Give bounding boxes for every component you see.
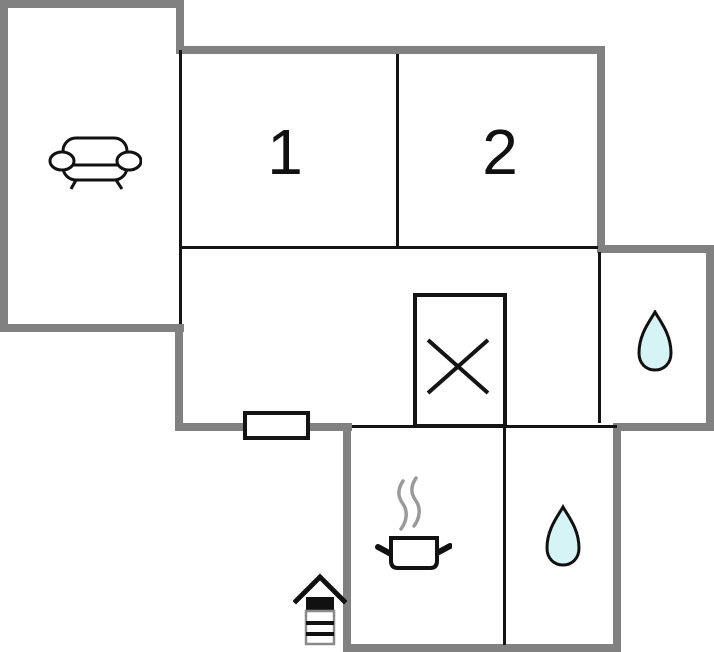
- wall-hall-left: [175, 324, 183, 431]
- wall-bath-right-left-interior: [598, 252, 601, 423]
- wall-bedrooms-top: [176, 46, 605, 54]
- wall-living-right-interior: [179, 50, 182, 324]
- wall-bedrooms-bottom-interior: [180, 246, 598, 249]
- wall-step-vertical: [176, 0, 184, 54]
- wall-living-left: [0, 0, 8, 332]
- water-drop-icon: [637, 308, 673, 372]
- wall-living-top: [0, 0, 184, 8]
- cooking-pot-steam-icon: [374, 476, 453, 574]
- water-drop-icon: [545, 503, 581, 568]
- sofa-icon: [48, 133, 143, 191]
- bedroom-2-label: 2: [482, 116, 518, 188]
- window-marker: [243, 411, 310, 440]
- wall-kitchen-bath-divider: [503, 428, 506, 645]
- wall-kitchen-right: [613, 423, 621, 652]
- wall-bath-right-top: [597, 245, 714, 253]
- bedroom-1-label: 1: [267, 116, 303, 188]
- fireplace-chimney-icon: [292, 573, 348, 647]
- wall-bedrooms-right: [597, 46, 605, 252]
- wall-living-bottom: [0, 324, 184, 332]
- crossed-box-icon: [413, 293, 507, 428]
- wall-kitchen-left: [343, 423, 351, 652]
- wall-outer-right: [706, 245, 714, 431]
- wall-bedroom-divider: [396, 54, 399, 246]
- wall-bottom: [343, 644, 621, 652]
- wall-bath-right-bottom: [613, 423, 714, 431]
